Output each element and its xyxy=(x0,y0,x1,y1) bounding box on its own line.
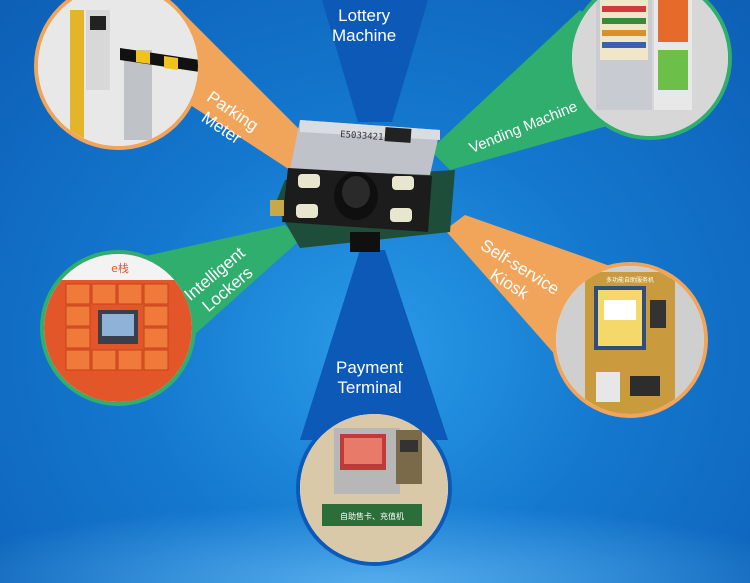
parking-meter-photo xyxy=(34,0,202,150)
vending-machine-photo xyxy=(568,0,732,140)
kiosk-header-text: 多功能自助服务机 xyxy=(606,276,654,284)
scanner-serial-text: E5033421 xyxy=(340,130,384,143)
locker-brand-text: e栈 xyxy=(111,261,129,275)
payment-sign-text: 自助售卡、充值机 xyxy=(340,511,404,521)
payment-terminal-photo: 自助售卡、充值机 xyxy=(296,410,452,566)
scanner-module: E5033421 xyxy=(270,120,455,252)
self-service-kiosk-photo: 多功能自助服务机 xyxy=(552,262,708,418)
beam-payment xyxy=(300,250,448,440)
beam-lottery xyxy=(322,0,428,122)
